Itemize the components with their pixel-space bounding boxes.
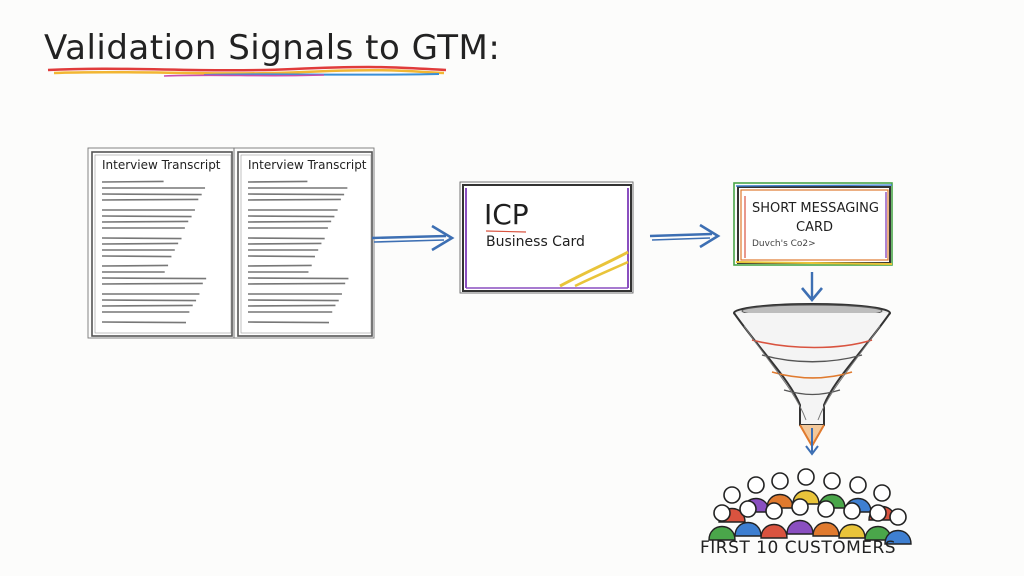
transcript-text-line: [101, 277, 207, 280]
customer-head: [869, 504, 887, 522]
customer-head: [747, 476, 765, 494]
customer-head: [843, 502, 861, 520]
transcript-text-line: [247, 180, 308, 183]
transcript-text-line: [101, 220, 189, 223]
transcript-text-line: [101, 237, 182, 240]
transcript-text-line: [247, 237, 325, 240]
icp-business-card: [459, 181, 634, 294]
page-title: Validation Signals to GTM:: [44, 28, 501, 68]
transcript-text-line: [247, 277, 349, 280]
customer-head: [765, 502, 783, 520]
customer-head: [791, 498, 809, 516]
short-messaging-card: [733, 182, 893, 266]
transcript-document-1: [87, 147, 235, 339]
customer-head: [739, 500, 757, 518]
customer-head: [823, 472, 841, 490]
transcript-text-line: [247, 304, 336, 307]
arrow-to-messaging: [649, 223, 721, 249]
customer-body: [838, 523, 866, 539]
transcript-text-line: [101, 264, 169, 267]
messaging-line-1: SHORT MESSAGING: [752, 201, 879, 216]
customer-head: [797, 468, 815, 486]
customer-head: [849, 476, 867, 494]
transcript-text-line: [101, 198, 199, 201]
arrow-to-icp: [371, 224, 455, 252]
customer-body: [760, 523, 788, 539]
customers-label: FIRST 10 CUSTOMERS: [700, 538, 897, 558]
icp-heading: ICP: [484, 198, 529, 231]
transcript-text-line: [247, 255, 315, 258]
transcript-text-line: [101, 304, 193, 307]
title-underline: [47, 65, 447, 77]
arrow-to-funnel: [801, 272, 823, 303]
customer-group: [708, 468, 912, 545]
funnel-icon: [733, 303, 891, 456]
transcript-text-line: [247, 242, 322, 245]
transcript-text-line: [247, 215, 335, 218]
transcript-text-line: [247, 193, 345, 196]
customer-head: [873, 484, 891, 502]
customer-body: [708, 525, 736, 541]
icp-subheading: Business Card: [486, 234, 585, 250]
transcript-text-line: [101, 215, 192, 218]
transcript-label-2: Interview Transcript: [248, 158, 367, 172]
transcript-document-2: [233, 147, 375, 339]
customer-head: [771, 472, 789, 490]
customer-head: [713, 504, 731, 522]
messaging-scribble: Duvch's Co2>: [752, 239, 816, 249]
transcript-text-line: [247, 198, 341, 201]
transcript-text-line: [101, 242, 179, 245]
customer-body: [812, 521, 840, 537]
transcript-text-line: [101, 193, 202, 196]
transcript-text-line: [247, 321, 330, 324]
customer-head: [723, 486, 741, 504]
transcript-text-line: [101, 255, 172, 258]
transcript-text-line: [247, 299, 339, 302]
transcript-text-line: [247, 220, 332, 223]
customer-head: [889, 508, 907, 526]
transcript-text-line: [101, 282, 203, 285]
transcript-text-line: [101, 321, 187, 324]
transcript-label-1: Interview Transcript: [102, 158, 221, 172]
transcript-text-line: [101, 180, 164, 183]
customer-head: [817, 500, 835, 518]
transcript-text-line: [101, 299, 197, 302]
customer-body: [734, 521, 762, 537]
transcript-text-line: [247, 264, 312, 267]
transcript-text-line: [247, 282, 346, 285]
customer-body: [786, 519, 814, 535]
customer-body: [884, 529, 912, 545]
messaging-line-2: CARD: [796, 220, 834, 235]
